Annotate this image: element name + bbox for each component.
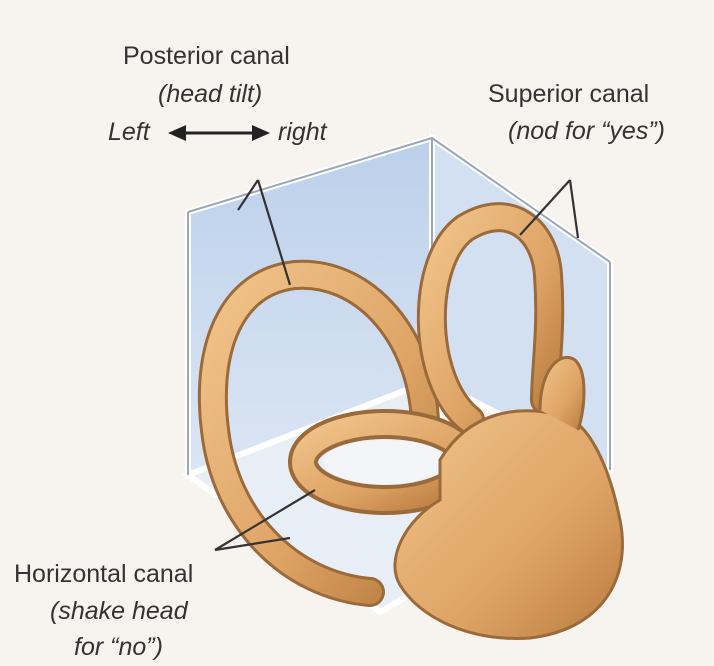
left-right-arrow [168,125,270,141]
posterior-left-label: Left [108,118,150,147]
posterior-canal-title: Posterior canal [123,42,290,71]
posterior-canal-motion: (head tilt) [158,80,262,109]
superior-leader-b [570,180,578,238]
superior-canal-motion: (nod for “yes”) [508,117,665,146]
horizontal-canal-title: Horizontal canal [14,560,193,589]
horizontal-canal-motion-line1: (shake head [50,597,188,626]
horizontal-canal-motion-line2: for “no”) [74,633,163,662]
posterior-right-label: right [278,118,327,147]
superior-canal-title: Superior canal [488,80,649,109]
